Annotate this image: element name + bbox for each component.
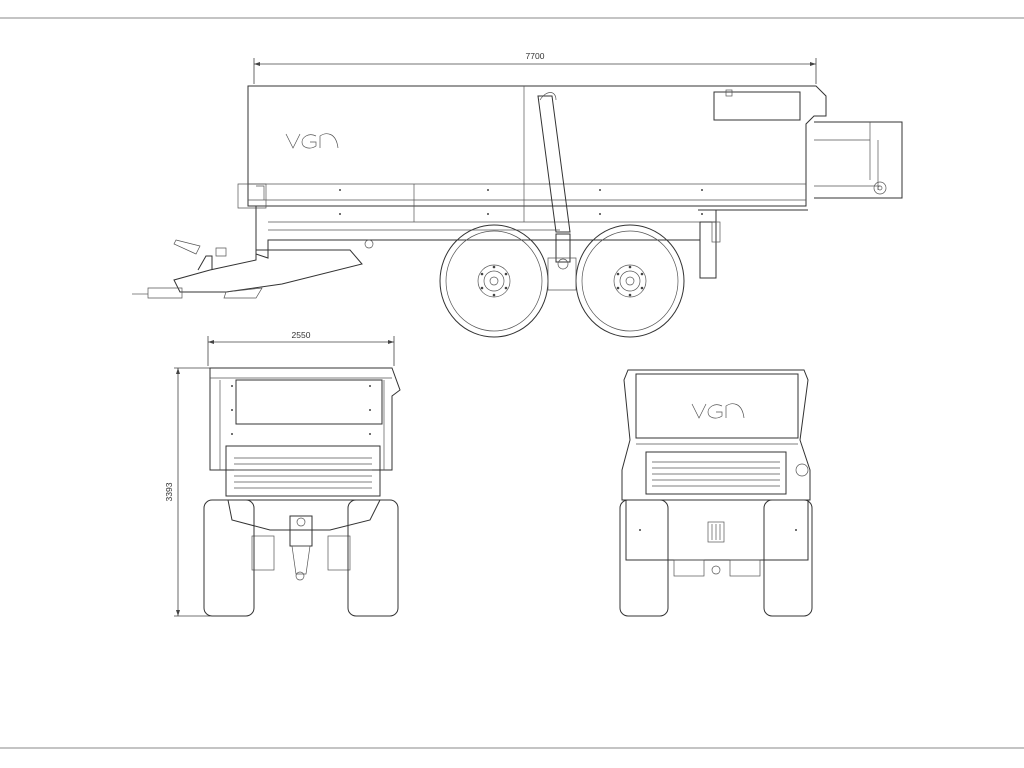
rear-grille xyxy=(645,451,787,495)
front-view-tyre-right xyxy=(347,499,399,617)
rear-view-tyre-left xyxy=(619,499,669,617)
spreader-unit xyxy=(814,121,903,199)
rear-bumper-panel xyxy=(625,499,809,561)
tipper-body xyxy=(237,85,827,222)
front-headstock xyxy=(227,499,381,531)
rear-light xyxy=(795,463,809,477)
rear-view-tyre-right xyxy=(763,499,813,617)
width-label: 2550 xyxy=(292,330,311,340)
number-plate-area xyxy=(707,521,725,543)
front-view: 2550 3393 xyxy=(164,330,401,617)
length-dimension: 7700 xyxy=(253,51,817,84)
logo-side xyxy=(285,133,339,149)
wheel-front-axle xyxy=(439,224,549,338)
front-hitch xyxy=(251,515,351,581)
side-view: 7700 xyxy=(132,51,903,338)
rear-axle-gear xyxy=(673,559,761,577)
sheet-frame xyxy=(0,17,1024,749)
bogie xyxy=(547,257,577,291)
rear-view xyxy=(619,369,813,617)
chassis-frame xyxy=(255,206,808,279)
logo-rear xyxy=(691,403,745,419)
front-grille xyxy=(225,445,381,497)
length-label: 7700 xyxy=(526,51,545,61)
width-dimension: 2550 xyxy=(207,330,395,366)
front-view-tyre-left xyxy=(203,499,255,617)
height-dimension: 3393 xyxy=(164,367,210,617)
height-label: 3393 xyxy=(164,482,174,501)
tipping-ram xyxy=(537,92,571,270)
drawbar xyxy=(132,239,363,299)
wheel-rear-axle xyxy=(575,224,685,338)
